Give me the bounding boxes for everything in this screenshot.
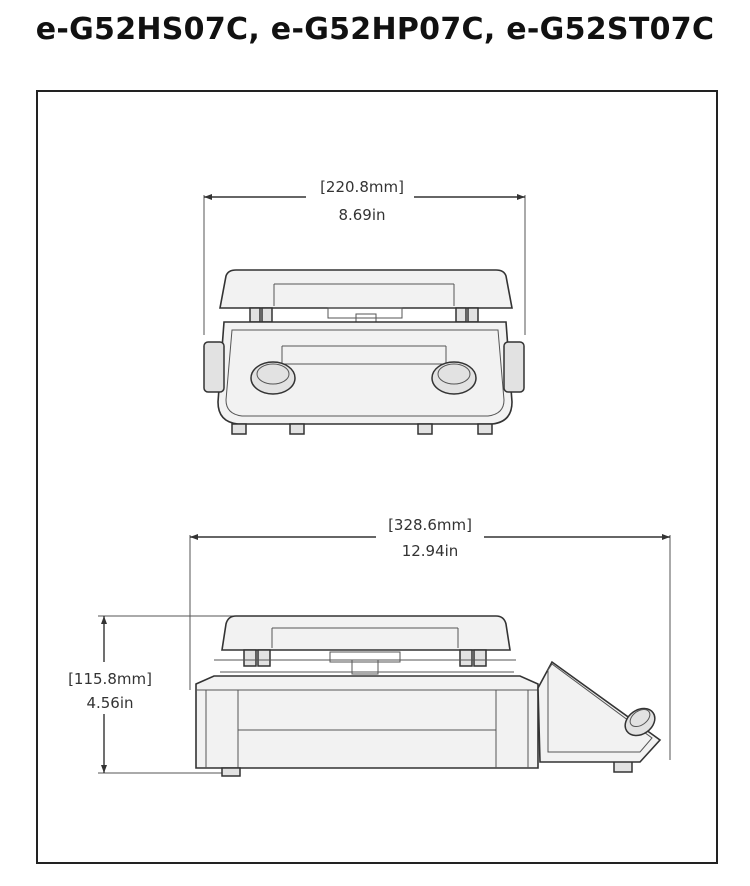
side-width-in: 12.94in: [402, 542, 459, 560]
front-knob-left: [250, 361, 296, 395]
front-post-right: [455, 307, 467, 323]
page-title: e-G52HS07C, e-G52HP07C, e-G52ST07C: [35, 12, 715, 47]
front-top-plate: [219, 269, 513, 309]
side-width-mm: [328.6mm]: [388, 516, 472, 534]
side-main-body: [195, 675, 539, 769]
front-post-left: [249, 307, 261, 323]
front-knob-right: [431, 361, 477, 395]
height-in: 4.56in: [86, 694, 133, 712]
side-view: [328.6mm] 12.94in [115.8mm] 4.56in: [68, 516, 671, 777]
side-top-plate: [221, 615, 511, 651]
height-mm: [115.8mm]: [68, 670, 152, 688]
front-handle-left: [203, 341, 225, 393]
front-width-in: 8.69in: [338, 206, 385, 224]
front-foot: [231, 423, 247, 435]
drawing-frame: [36, 90, 718, 864]
side-control-panel: [537, 660, 662, 763]
front-handle-right: [503, 341, 525, 393]
side-foot: [221, 767, 241, 777]
front-width-mm: [220.8mm]: [320, 178, 404, 196]
front-view: [220.8mm] 8.69in: [203, 178, 526, 435]
